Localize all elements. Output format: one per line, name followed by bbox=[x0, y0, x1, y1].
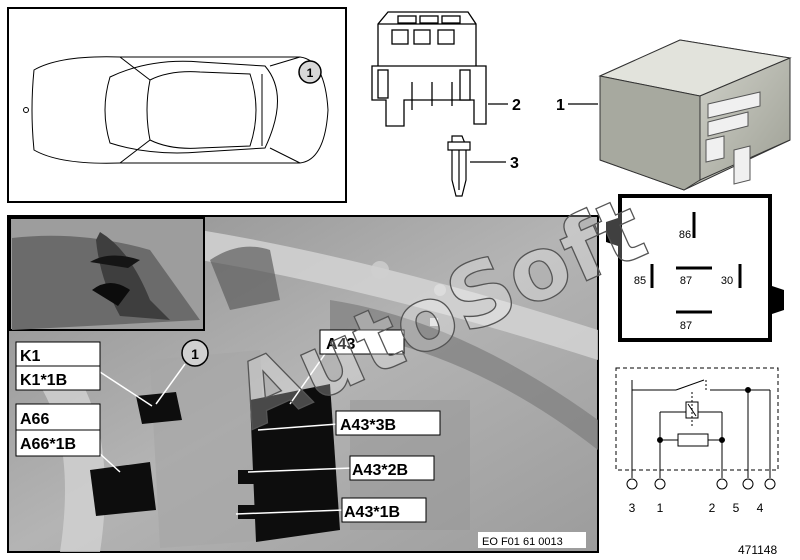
photo-relay-blocks bbox=[90, 384, 340, 542]
relay-circuit-schematic bbox=[615, 367, 779, 490]
pin-86-label: 86 bbox=[679, 229, 691, 241]
callout-a43-1b: A43*1B bbox=[344, 504, 400, 521]
terminal-1-label: 1 bbox=[657, 501, 664, 515]
document-number: 471148 bbox=[738, 543, 777, 557]
relay-pin-layout: 86 85 87 30 87 bbox=[606, 194, 784, 342]
relay-socket-part bbox=[371, 11, 487, 127]
terminal-5-label: 5 bbox=[733, 501, 740, 515]
relay-part bbox=[598, 39, 792, 191]
callout-boxes bbox=[15, 329, 441, 523]
pin-85-label: 85 bbox=[634, 275, 646, 287]
car-outline bbox=[23, 56, 329, 164]
terminal-3-label: 3 bbox=[629, 501, 636, 515]
callout-a66: A66 bbox=[20, 411, 49, 428]
callout-k1-1b: K1*1B bbox=[20, 372, 67, 389]
callout-a66-1b: A66*1B bbox=[20, 436, 76, 453]
photo-structures bbox=[20, 230, 598, 552]
callout-a43-3b: A43*3B bbox=[340, 417, 396, 434]
photo-code: EO F01 61 0013 bbox=[482, 536, 563, 548]
pin-30-label: 30 bbox=[721, 275, 733, 287]
terminal-2-label: 2 bbox=[709, 501, 716, 515]
callout-a43-2b: A43*2B bbox=[352, 462, 408, 479]
callout-k1: K1 bbox=[20, 348, 41, 365]
location-marker-label: 1 bbox=[307, 66, 314, 80]
callout-leaders bbox=[97, 353, 353, 515]
pin-87-center-label: 87 bbox=[680, 275, 692, 287]
terminal-4-label: 4 bbox=[757, 501, 764, 515]
location-marker bbox=[298, 60, 322, 84]
photo-marker bbox=[181, 339, 209, 367]
photo-inset bbox=[9, 217, 205, 331]
part2-number: 2 bbox=[512, 97, 521, 114]
callout-a43: A43 bbox=[326, 336, 355, 353]
car-location-panel: 1 bbox=[7, 7, 347, 203]
photo-marker-label: 1 bbox=[191, 346, 199, 362]
part3-number: 3 bbox=[510, 155, 519, 172]
part1-number: 1 bbox=[556, 97, 565, 114]
pin-87-bottom-label: 87 bbox=[680, 320, 692, 332]
photo-code-box bbox=[478, 532, 586, 548]
terminal-part bbox=[447, 135, 471, 197]
installation-photo bbox=[7, 215, 599, 553]
